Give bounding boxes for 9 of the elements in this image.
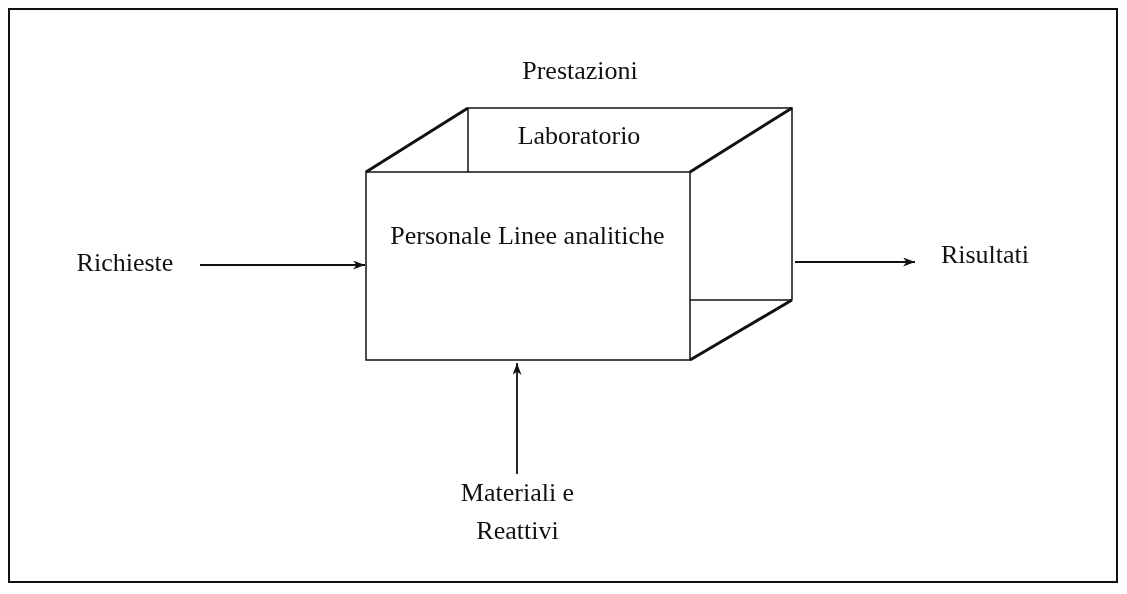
label-text: Prestazioni — [521, 55, 639, 87]
arrow — [794, 257, 916, 267]
node-text: Richieste — [75, 247, 175, 279]
node-text: Risultati — [939, 239, 1031, 271]
node-text: Materiali e Reattivi — [459, 477, 576, 547]
arrow — [199, 260, 366, 270]
arrow — [512, 362, 522, 475]
node-text: Personale Linee analitiche — [389, 220, 666, 252]
node-text: Laboratorio — [516, 120, 642, 152]
